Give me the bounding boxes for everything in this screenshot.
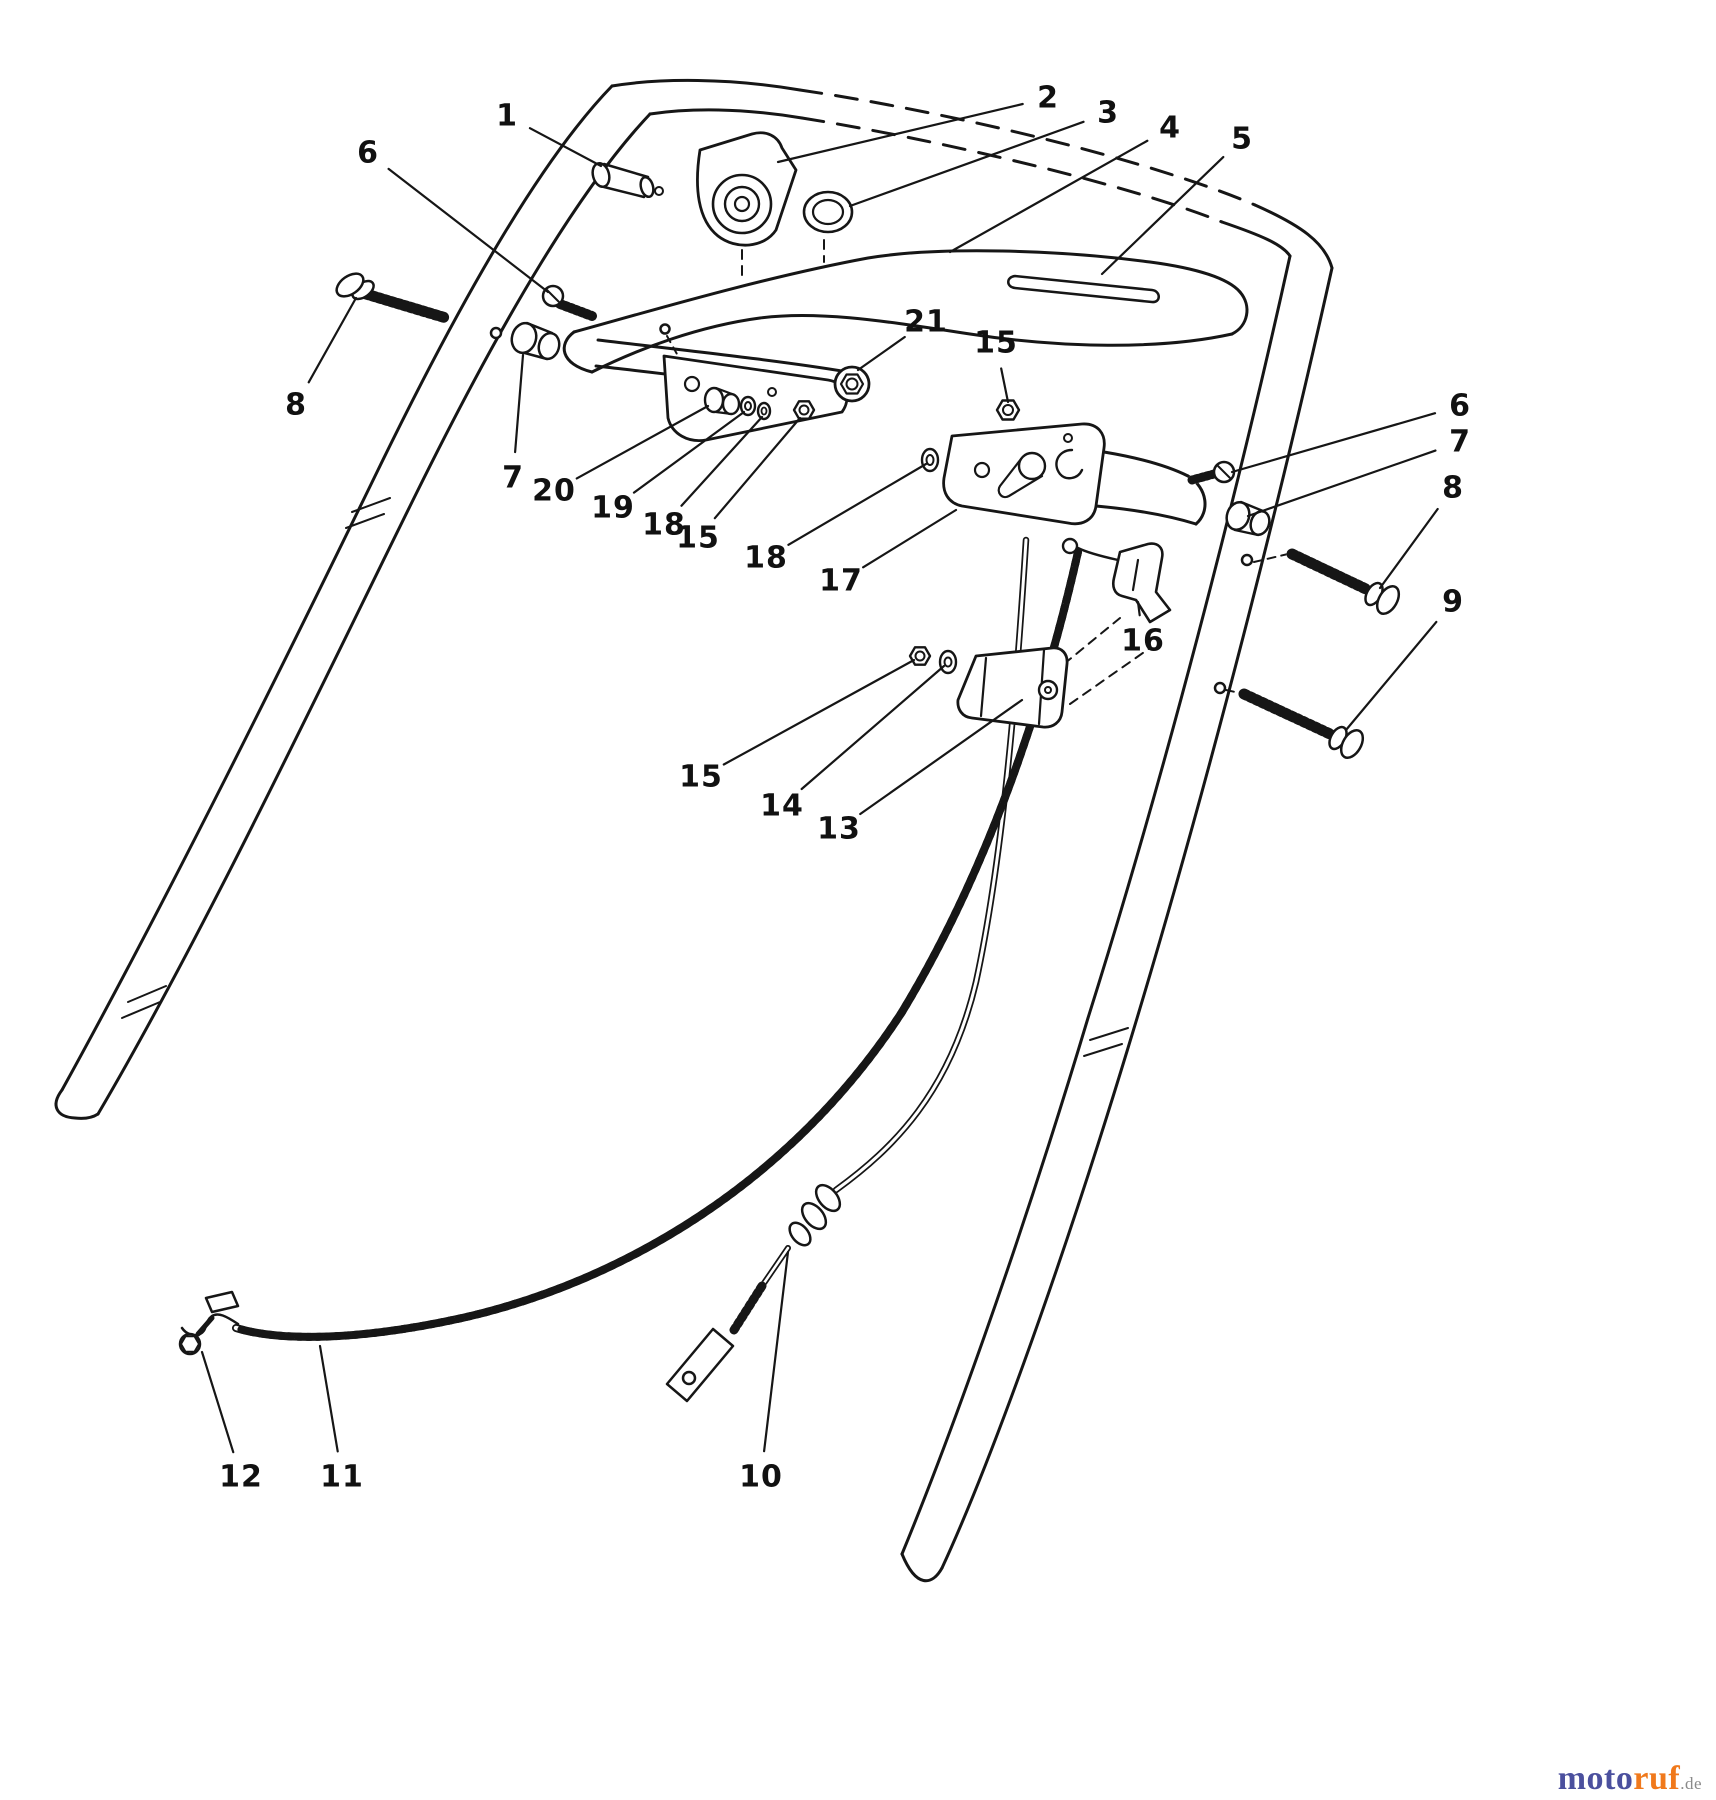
part-callout-9: 9	[1442, 584, 1464, 620]
part-callout-7: 7	[1449, 424, 1471, 460]
nut-21	[833, 365, 871, 403]
part-callout-11: 11	[320, 1459, 364, 1495]
washer-19	[739, 395, 757, 417]
logo-suffix: .de	[1680, 1774, 1702, 1793]
logo: motoruf.de	[1558, 1762, 1702, 1796]
bushing-7-left	[510, 321, 561, 361]
washer-14	[938, 649, 958, 675]
bushing-7-right	[1225, 500, 1271, 537]
trunnion-16	[1061, 537, 1172, 624]
part-callout-15: 15	[676, 520, 720, 556]
part-callout-10: 10	[739, 1459, 783, 1495]
part-callout-7: 7	[502, 460, 524, 496]
bushing-20	[703, 386, 741, 416]
part-callout-18: 18	[744, 540, 788, 576]
part-callout-4: 4	[1159, 110, 1181, 146]
part-callout-19: 19	[591, 490, 635, 526]
part-callout-21: 21	[904, 304, 948, 340]
nut-15-middle	[908, 646, 932, 666]
part-callout-1: 1	[496, 98, 518, 134]
part-callout-13: 13	[817, 811, 861, 847]
cable-clamp-13	[956, 617, 1151, 729]
part-callout-12: 12	[219, 1459, 263, 1495]
nut-15-left	[792, 400, 816, 420]
part-callout-2: 2	[1037, 80, 1059, 116]
bolt-9-right	[1225, 688, 1365, 759]
retainer-cup-3	[802, 190, 854, 234]
part-callout-6: 6	[1449, 388, 1471, 424]
part-callout-16: 16	[1121, 623, 1165, 659]
part-callout-17: 17	[819, 563, 863, 599]
washer-18-left	[756, 401, 772, 421]
part-callout-5: 5	[1231, 121, 1253, 157]
callout-leader-lines	[200, 102, 1439, 1454]
traction-rod	[562, 239, 1249, 375]
throttle-cable-conduit	[665, 1183, 842, 1403]
washer-18-right	[920, 447, 940, 473]
part-callout-6: 6	[357, 135, 379, 171]
handlebar-left-tube	[54, 84, 652, 1120]
part-callout-15: 15	[679, 759, 723, 795]
handlebar-top-bar	[610, 78, 1334, 270]
part-callout-8: 8	[285, 387, 307, 423]
screw-12	[178, 1332, 202, 1356]
part-callout-20: 20	[532, 473, 576, 509]
nut-15-top-right	[995, 399, 1021, 421]
part-callout-14: 14	[760, 788, 804, 824]
part-callout-15: 15	[974, 325, 1018, 361]
part-callout-3: 3	[1097, 95, 1119, 131]
part-callout-18: 18	[642, 507, 686, 543]
logo-secondary: ruf	[1633, 1760, 1681, 1797]
handlebar-right-tube	[900, 254, 1334, 1583]
screw-6-right	[1187, 460, 1236, 485]
screw-6-left	[541, 284, 597, 321]
part-callout-8: 8	[1442, 470, 1464, 506]
stud-1	[591, 161, 664, 199]
control-bracket-right	[942, 422, 1207, 526]
logo-primary: moto	[1557, 1760, 1634, 1797]
bolt-8-right	[1253, 548, 1401, 615]
cable-end-clip	[180, 1290, 240, 1337]
throttle-lever	[696, 131, 798, 247]
bolt-8-left	[335, 272, 452, 324]
